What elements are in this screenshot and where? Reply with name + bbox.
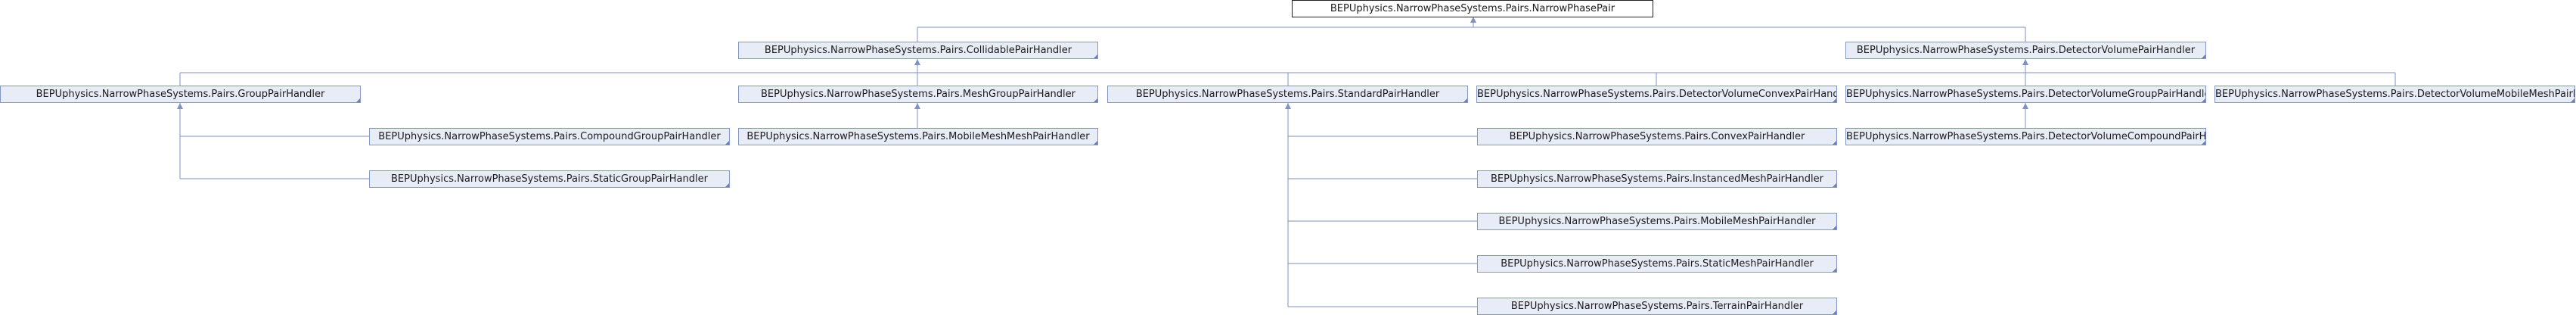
node-label: BEPUphysics.NarrowPhaseSystems.Pairs.Gro… xyxy=(36,89,325,100)
node-corner-marker xyxy=(1833,141,1836,145)
node-compound-group-pair-handler[interactable]: BEPUphysics.NarrowPhaseSystems.Pairs.Com… xyxy=(369,128,730,145)
node-corner-marker xyxy=(1833,98,1836,102)
node-label: BEPUphysics.NarrowPhaseSystems.Pairs.Sta… xyxy=(1501,258,1814,270)
edge-root-children xyxy=(917,17,2026,42)
edge-collidable-children xyxy=(179,59,2396,86)
node-corner-marker xyxy=(1094,141,1097,145)
node-corner-marker xyxy=(1833,226,1836,229)
node-corner-marker xyxy=(1094,55,1097,58)
node-detector-volume-compound-pair-handler[interactable]: BEPUphysics.NarrowPhaseSystems.Pairs.Det… xyxy=(1845,128,2206,145)
node-group-pair-handler[interactable]: BEPUphysics.NarrowPhaseSystems.Pairs.Gro… xyxy=(0,86,361,103)
node-convex-pair-handler[interactable]: BEPUphysics.NarrowPhaseSystems.Pairs.Con… xyxy=(1477,128,1837,145)
node-mesh-group-pair-handler[interactable]: BEPUphysics.NarrowPhaseSystems.Pairs.Mes… xyxy=(738,86,1098,103)
node-label: BEPUphysics.NarrowPhaseSystems.Pairs.Ter… xyxy=(1510,301,1804,312)
node-label: BEPUphysics.NarrowPhaseSystems.Pairs.Com… xyxy=(378,131,721,142)
node-standard-pair-handler[interactable]: BEPUphysics.NarrowPhaseSystems.Pairs.Sta… xyxy=(1107,86,1468,103)
node-corner-marker xyxy=(1463,98,1467,102)
node-corner-marker xyxy=(1833,310,1836,314)
node-corner-marker xyxy=(356,98,360,102)
node-mobile-mesh-mesh-pair-handler[interactable]: BEPUphysics.NarrowPhaseSystems.Pairs.Mob… xyxy=(738,128,1098,145)
node-detector-volume-convex-pair-handler[interactable]: BEPUphysics.NarrowPhaseSystems.Pairs.Det… xyxy=(1476,86,1837,103)
node-label: BEPUphysics.NarrowPhaseSystems.Pairs.Sta… xyxy=(1135,89,1440,100)
node-label: BEPUphysics.NarrowPhaseSystems.Pairs.Det… xyxy=(2215,89,2575,100)
arrowhead xyxy=(1470,17,1476,23)
node-corner-marker xyxy=(1833,268,1836,272)
arrowhead xyxy=(2022,59,2028,65)
edge-standard-children xyxy=(1287,103,1477,307)
node-corner-marker xyxy=(2571,98,2574,102)
node-static-group-pair-handler[interactable]: BEPUphysics.NarrowPhaseSystems.Pairs.Sta… xyxy=(369,170,730,188)
node-label: BEPUphysics.NarrowPhaseSystems.Pairs.Det… xyxy=(1846,89,2206,100)
node-collidable-pair-handler[interactable]: BEPUphysics.NarrowPhaseSystems.Pairs.Col… xyxy=(738,42,1098,59)
node-instanced-mesh-pair-handler[interactable]: BEPUphysics.NarrowPhaseSystems.Pairs.Ins… xyxy=(1477,170,1837,188)
node-terrain-pair-handler[interactable]: BEPUphysics.NarrowPhaseSystems.Pairs.Ter… xyxy=(1477,298,1837,315)
node-label: BEPUphysics.NarrowPhaseSystems.Pairs.Mob… xyxy=(746,131,1090,142)
node-detector-volume-pair-handler[interactable]: BEPUphysics.NarrowPhaseSystems.Pairs.Det… xyxy=(1845,42,2206,59)
arrowhead xyxy=(914,59,920,65)
node-label: BEPUphysics.NarrowPhaseSystems.Pairs.Det… xyxy=(1846,131,2206,142)
node-corner-marker xyxy=(1833,183,1836,187)
node-corner-marker xyxy=(725,183,729,187)
node-label: BEPUphysics.NarrowPhaseSystems.Pairs.Mob… xyxy=(1498,216,1816,227)
arrowhead xyxy=(914,103,920,109)
node-corner-marker xyxy=(725,141,729,145)
node-label: BEPUphysics.NarrowPhaseSystems.Pairs.Det… xyxy=(1856,45,2196,56)
node-narrow-phase-pair[interactable]: BEPUphysics.NarrowPhaseSystems.Pairs.Nar… xyxy=(1292,0,1653,17)
node-label: BEPUphysics.NarrowPhaseSystems.Pairs.Det… xyxy=(1477,89,1837,100)
node-label: BEPUphysics.NarrowPhaseSystems.Pairs.Sta… xyxy=(391,173,708,185)
node-label: BEPUphysics.NarrowPhaseSystems.Pairs.Nar… xyxy=(1330,3,1615,14)
node-label: BEPUphysics.NarrowPhaseSystems.Pairs.Ins… xyxy=(1491,173,1823,185)
node-detector-volume-mobile-mesh-pair-handler[interactable]: BEPUphysics.NarrowPhaseSystems.Pairs.Det… xyxy=(2214,86,2575,103)
node-corner-marker xyxy=(2202,55,2205,58)
edge-group-children xyxy=(179,103,369,179)
node-corner-marker xyxy=(1094,98,1097,102)
node-label: BEPUphysics.NarrowPhaseSystems.Pairs.Col… xyxy=(764,45,1072,56)
node-detector-volume-group-pair-handler[interactable]: BEPUphysics.NarrowPhaseSystems.Pairs.Det… xyxy=(1845,86,2206,103)
node-corner-marker xyxy=(2202,98,2205,102)
node-mobile-mesh-pair-handler[interactable]: BEPUphysics.NarrowPhaseSystems.Pairs.Mob… xyxy=(1477,213,1837,230)
node-static-mesh-pair-handler[interactable]: BEPUphysics.NarrowPhaseSystems.Pairs.Sta… xyxy=(1477,255,1837,273)
node-label: BEPUphysics.NarrowPhaseSystems.Pairs.Mes… xyxy=(760,89,1075,100)
arrowhead xyxy=(177,103,183,109)
node-corner-marker xyxy=(2202,141,2205,145)
arrowhead xyxy=(2022,103,2028,109)
arrowhead xyxy=(1285,103,1291,109)
node-label: BEPUphysics.NarrowPhaseSystems.Pairs.Con… xyxy=(1509,131,1805,142)
